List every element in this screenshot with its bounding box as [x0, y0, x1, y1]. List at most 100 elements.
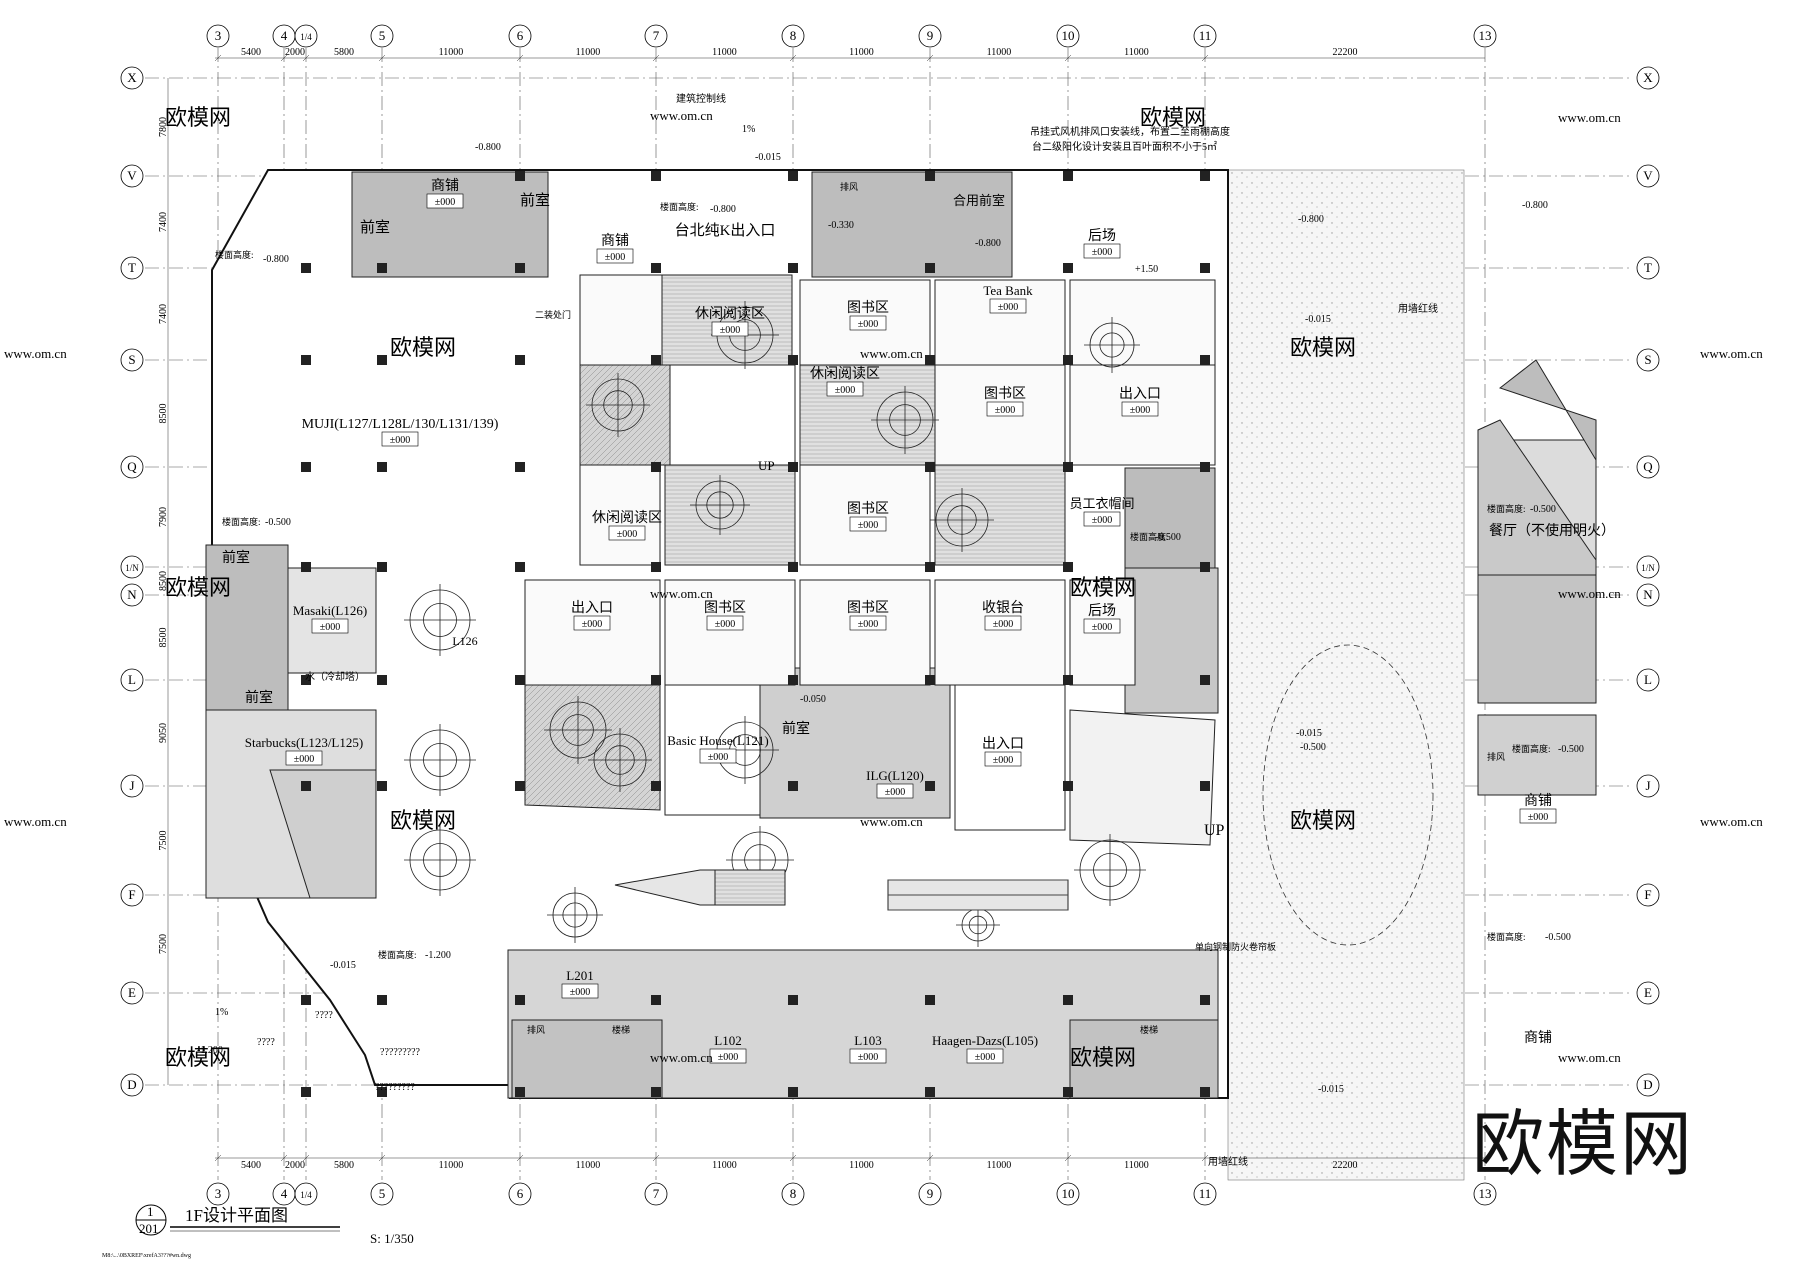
structural-column: [788, 1087, 798, 1097]
structural-column: [651, 263, 661, 273]
svg-text:E: E: [128, 985, 136, 1000]
room-name: L102: [714, 1033, 741, 1048]
col-dimension-6-bottom: 11000: [849, 1160, 874, 1171]
structural-column: [651, 355, 661, 365]
sheet-number: 1: [147, 1204, 154, 1219]
room-level: ±000: [975, 1052, 996, 1063]
elevation-12: -0.500: [1155, 532, 1181, 543]
tree-symbol: [544, 696, 612, 764]
watermark-3: 欧模网: [1140, 105, 1206, 130]
room-label-l103: L103±000: [849, 1033, 887, 1064]
room-label-backyard-1: 后场±000: [1083, 228, 1121, 259]
col-dimension-3-bottom: 11000: [439, 1160, 464, 1171]
structural-column: [1063, 171, 1073, 181]
stair-label-2: 楼梯: [1140, 1024, 1158, 1035]
room-name: 图书区: [984, 386, 1026, 402]
elevation-14: -0.050: [800, 694, 826, 705]
structural-column: [788, 675, 798, 685]
svg-text:D: D: [127, 1077, 136, 1092]
structural-column: [1200, 1087, 1210, 1097]
grid-bubble-row-S-left: S: [120, 348, 144, 372]
ramp-note: 吊挂式风机排风口安装线，布置二至雨棚高度: [1030, 125, 1230, 138]
col-dimension-2-top: 5800: [334, 47, 354, 58]
room-label-library-3: 图书区 ±000: [847, 501, 889, 532]
structural-column: [515, 675, 525, 685]
structural-column: [301, 355, 311, 365]
structural-column: [651, 781, 661, 791]
room-name: L126: [452, 634, 477, 648]
svg-text:X: X: [127, 70, 137, 85]
room-level: ±000: [885, 787, 906, 798]
svg-text:T: T: [1644, 260, 1652, 275]
structural-column: [377, 995, 387, 1005]
watermark-11: www.om.cn: [650, 586, 713, 601]
structural-column: [301, 995, 311, 1005]
room-label-library-4: 图书区±000: [704, 600, 746, 631]
grid-bubble-row-1/N-right: 1/N: [1636, 555, 1660, 579]
room-label-starbucks: Starbucks(L123/L125)±000: [245, 735, 363, 766]
room-label-muji: MUJI(L127/L128L/130/L131/139)±000: [302, 417, 499, 447]
svg-text:J: J: [1645, 778, 1650, 793]
room-name: 图书区: [847, 501, 889, 517]
front-room-label-2: 前室: [520, 192, 550, 209]
svg-text:11: 11: [1199, 28, 1212, 43]
structural-column: [651, 171, 661, 181]
grid-bubble-row-X-left: X: [120, 66, 144, 90]
escalators: [614, 869, 1069, 911]
grid-bubble-col-10-top: 10: [1056, 24, 1080, 48]
floor-elev-7: 楼面高度:: [378, 949, 417, 960]
floor-elev-1: 楼面高度:: [215, 249, 254, 260]
grid-bubble-col-7-bottom: 7: [644, 1182, 668, 1206]
tree-symbol: [588, 728, 652, 792]
elevation-19: -0.015: [330, 960, 356, 971]
elevation-21: -1.200: [197, 1045, 223, 1056]
reading-grid: [524, 274, 1216, 846]
structural-column: [651, 675, 661, 685]
structural-column: [377, 263, 387, 273]
room-name: Haagen-Dazs(L105): [932, 1033, 1038, 1048]
svg-text:11: 11: [1199, 1186, 1212, 1201]
col-dimension-5-top: 11000: [712, 47, 737, 58]
room-level: ±000: [570, 987, 591, 998]
grid-bubble-row-F-left: F: [120, 883, 144, 907]
grid-bubble-col-1/4-bottom: 1/4: [294, 1182, 318, 1206]
room-label-entrance-2: 出入口±000: [571, 600, 613, 631]
room-label-staff-cloak: 员工衣帽间±000: [1069, 496, 1135, 527]
structural-column: [301, 1087, 311, 1097]
room-label-library-2: 图书区±000: [984, 386, 1026, 417]
structural-column: [1063, 355, 1073, 365]
room-level: ±000: [858, 319, 879, 330]
grid-bubble-col-9-bottom: 9: [918, 1182, 942, 1206]
watermarks: 欧模网 www.om.cn 欧模网 www.om.cn www.om.cn 欧模…: [4, 105, 1763, 1070]
grid-bubble-col-5-bottom: 5: [370, 1182, 394, 1206]
grid-bubble-row-J-right: J: [1636, 774, 1660, 798]
structural-column: [515, 562, 525, 572]
elevation-1: -0.800: [475, 142, 501, 153]
grid-bubble-col-1/4-top: 1/4: [294, 24, 318, 48]
room-level: ±000: [835, 385, 856, 396]
drawing-scale: S: 1/350: [370, 1231, 414, 1246]
title-block: 1 201 1F设计平面图 S: 1/350 M8:\...\0BXREF\xr…: [102, 1204, 414, 1259]
grid-bubble-row-V-left: V: [120, 164, 144, 188]
grid-bubble-row-S-right: S: [1636, 348, 1660, 372]
structural-column: [1200, 781, 1210, 791]
svg-text:V: V: [127, 168, 137, 183]
elevation-16: -0.500: [1300, 742, 1326, 753]
room-name: Starbucks(L123/L125): [245, 735, 363, 750]
room-name: 图书区: [847, 600, 889, 616]
row-dimension-2: 7400: [158, 304, 169, 324]
question-1: ????: [315, 1010, 333, 1021]
room-level: ±000: [858, 520, 879, 531]
svg-text:Q: Q: [127, 459, 137, 474]
grid-bubble-col-11-top: 11: [1193, 24, 1217, 48]
structural-column: [925, 263, 935, 273]
structural-column: [515, 1087, 525, 1097]
row-dimension-5: 8500: [158, 571, 169, 591]
grid-bubble-row-Q-right: Q: [1636, 455, 1660, 479]
watermark-16: www.om.cn: [860, 814, 923, 829]
tree-symbol: [1074, 834, 1146, 906]
grid-bubble-row-X-right: X: [1636, 66, 1660, 90]
room-label-leisure-1: 休闲阅读区±000: [695, 305, 765, 337]
structural-column: [301, 562, 311, 572]
